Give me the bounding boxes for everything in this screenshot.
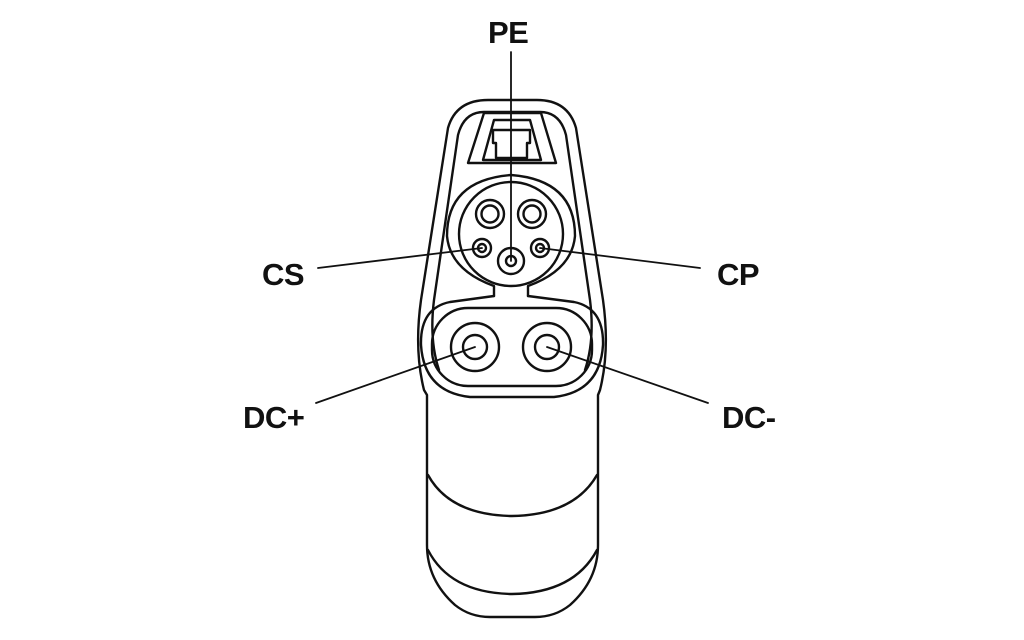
dc-socket-outer — [419, 294, 605, 399]
pin-l1-outer — [474, 198, 506, 230]
pin-dcplus-inner — [461, 333, 489, 361]
pin-n-outer — [516, 198, 548, 230]
pin-cs-outer — [471, 237, 493, 259]
latch-inner — [481, 118, 543, 162]
label-dc-minus: DC- — [722, 400, 776, 435]
pin-dcminus-inner — [533, 333, 561, 361]
leader-line-cs — [317, 247, 483, 269]
connector-outer-outline — [416, 98, 608, 619]
handle-band-upper — [426, 473, 599, 518]
handle-band-lower — [426, 548, 599, 596]
pin-n-inner — [522, 204, 542, 224]
connector-inner-outline — [431, 110, 593, 372]
label-pe: PE — [488, 15, 529, 50]
pin-l1-inner — [480, 204, 500, 224]
label-dc-plus: DC+ — [243, 400, 305, 435]
pin-dcminus-outer — [521, 321, 573, 373]
latch-key — [491, 128, 532, 160]
leader-line-dcminus — [546, 346, 709, 404]
label-cp: CP — [717, 257, 760, 292]
pin-cp-outer — [529, 237, 551, 259]
dc-socket-inner — [430, 306, 594, 388]
leader-line-cp — [539, 247, 701, 269]
latch-outer — [466, 111, 558, 165]
label-cs: CS — [262, 257, 305, 292]
pin-dcplus-outer — [449, 321, 501, 373]
leader-line-dcplus — [315, 346, 476, 404]
